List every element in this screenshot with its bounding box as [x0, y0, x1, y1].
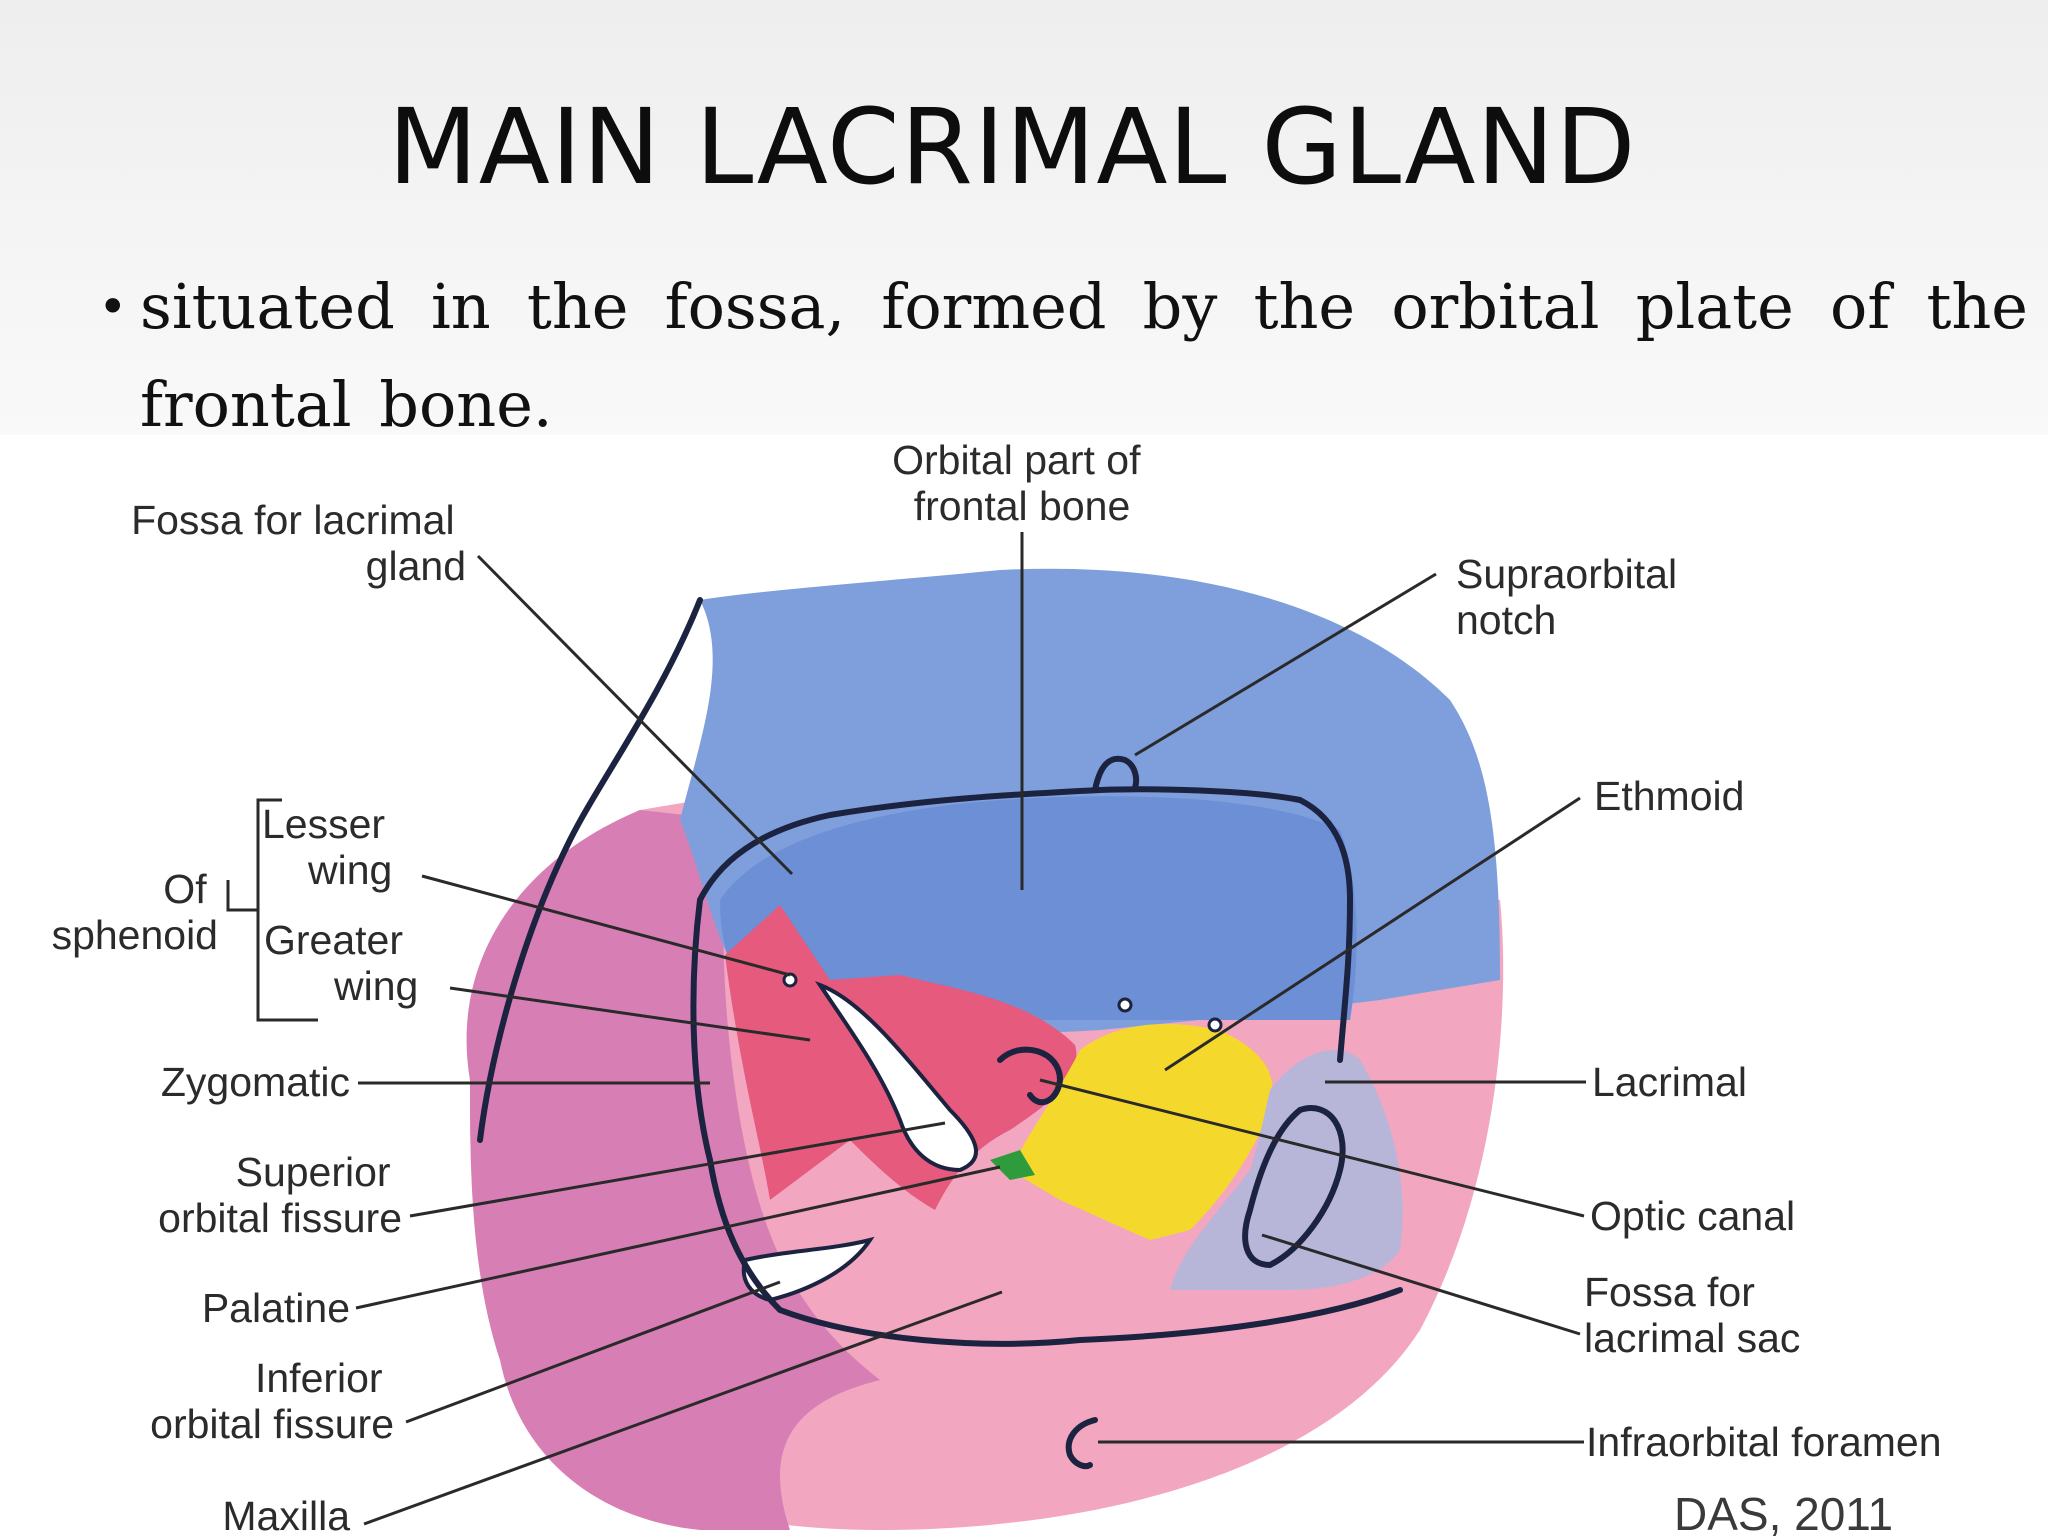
label-orbital-part-frontal: Orbital part of frontal bone	[892, 437, 1152, 529]
label-ethmoid: Ethmoid	[1594, 773, 1744, 819]
label-supraorbital-notch: Supraorbital notch	[1456, 551, 1688, 643]
label-greater-wing: Greater wing	[264, 917, 418, 1009]
ethmoid-region	[1010, 1024, 1273, 1240]
label-of-sphenoid: Of sphenoid	[52, 866, 218, 958]
leader-palatine	[355, 1165, 1001, 1310]
lacrimal-sac-outline	[1242, 1105, 1346, 1268]
orbit-anatomy-figure: Fossa for lacrimal gland Lesser wing Of …	[0, 435, 2048, 1536]
frontal-bone-inner	[720, 796, 1357, 1020]
label-lacrimal: Lacrimal	[1592, 1059, 1747, 1105]
label-fossa-lacrimal-gland: Fossa for lacrimal gland	[131, 497, 466, 589]
label-line: Lesser	[262, 801, 385, 847]
label-line: Inferior	[255, 1355, 383, 1401]
label-line: notch	[1456, 597, 1556, 643]
label-maxilla: Maxilla	[222, 1493, 350, 1536]
leader-supraorbital	[1134, 572, 1437, 757]
label-line: Of	[163, 866, 207, 912]
label-line: lacrimal sac	[1584, 1315, 1800, 1361]
orbital-rim-outline	[697, 786, 1353, 1063]
leader-optic-canal	[1039, 1078, 1585, 1218]
label-line: Supraorbital	[1456, 551, 1677, 597]
label-optic-canal: Optic canal	[1590, 1193, 1795, 1239]
bullet-text: situated in the fossa, formed by the orb…	[140, 270, 2028, 441]
slide-title: MAIN LACRIMAL GLAND	[388, 86, 1637, 208]
supraorbital-notch-outline	[1092, 755, 1140, 793]
leader-greater-wing	[449, 986, 811, 1042]
label-superior-orbital-fissure: Superior orbital fissure	[158, 1149, 402, 1241]
leader-ethmoid	[1164, 796, 1581, 1072]
leader-superior-orbital-fissure	[409, 1121, 946, 1218]
label-zygomatic: Zygomatic	[161, 1059, 350, 1105]
label-line: wing	[307, 847, 392, 893]
label-line: frontal bone	[914, 483, 1131, 529]
foramen-dot	[1117, 997, 1133, 1013]
bullet-point: • situated in the fossa, formed by the o…	[98, 258, 2028, 454]
label-fossa-lacrimal-sac: Fossa for lacrimal sac	[1584, 1269, 1800, 1361]
sphenoid-bracket	[226, 798, 318, 1022]
bullet-dot: •	[98, 278, 128, 336]
leader-fossa-lacrimal-sac	[1261, 1233, 1581, 1336]
label-lesser-wing: Lesser wing	[262, 801, 396, 893]
optic-canal-shape	[997, 1046, 1063, 1106]
leader-inferior-orbital-fissure	[405, 1280, 781, 1424]
label-line: Greater	[264, 917, 403, 963]
orbit-anatomy-svg: Fossa for lacrimal gland Lesser wing Of …	[52, 437, 1942, 1536]
label-line: Orbital part of	[892, 437, 1141, 483]
label-line: gland	[366, 543, 466, 589]
leader-fossa-lacrimal-gland	[476, 554, 794, 876]
label-line: orbital fissure	[150, 1401, 394, 1447]
label-line: Superior	[236, 1149, 391, 1195]
label-infraorbital-foramen: Infraorbital foramen	[1586, 1419, 1942, 1465]
label-line: Fossa for	[1584, 1269, 1755, 1315]
leader-lesser-wing	[421, 874, 791, 977]
foramen-dot	[782, 972, 798, 988]
slide-header	[0, 0, 2048, 435]
label-line: orbital fissure	[158, 1195, 402, 1241]
infraorbital-foramen-outline	[1065, 1417, 1098, 1470]
lateral-wall-outline	[690, 897, 1403, 1347]
palatine-region	[990, 1150, 1035, 1180]
lacrimal-region	[1170, 1050, 1403, 1290]
label-line: wing	[333, 963, 418, 1009]
foramen-dot	[1207, 1017, 1223, 1033]
figure-credit: DAS, 2011	[1674, 1488, 1893, 1536]
label-inferior-orbital-fissure: Inferior orbital fissure	[150, 1355, 394, 1447]
label-palatine: Palatine	[202, 1285, 350, 1331]
label-line: sphenoid	[52, 912, 218, 958]
leader-maxilla	[363, 1290, 1003, 1526]
label-line: Fossa for lacrimal	[131, 497, 455, 543]
frontal-process-outline	[477, 597, 703, 1143]
